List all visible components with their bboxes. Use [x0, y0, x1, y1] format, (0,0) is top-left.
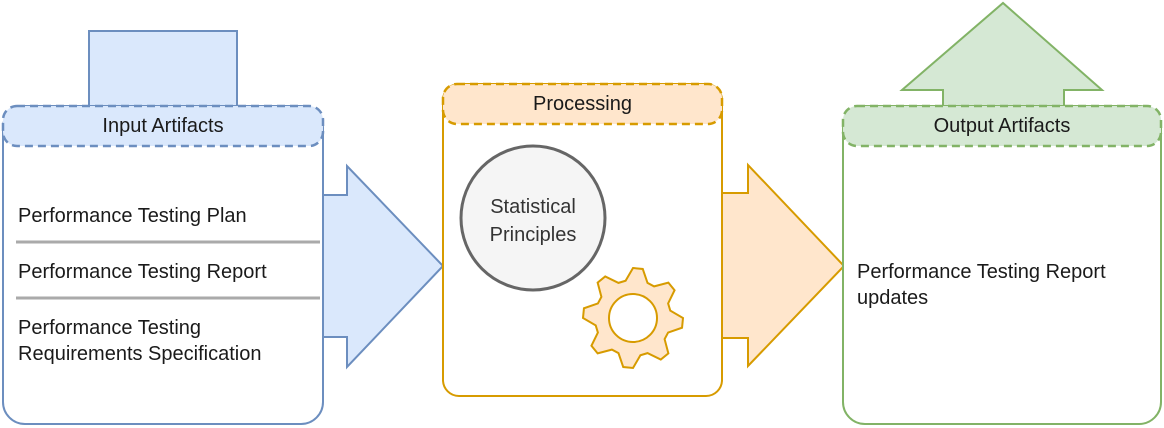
input-item-3: Performance Testing Requirements Specifi…: [18, 317, 262, 365]
output-up-arrow: [899, 1, 1105, 108]
gear-icon: [581, 266, 685, 370]
statistical-principles-circle: [459, 144, 607, 292]
statistical-principles-label: Statistical Principles: [489, 196, 577, 246]
input-top-tab: [88, 30, 238, 108]
processing-header: [441, 82, 724, 126]
input-to-processing-arrow: [322, 163, 445, 370]
input-artifacts-title: Input Artifacts: [102, 115, 224, 137]
input-artifacts-header: [1, 104, 325, 148]
output-artifacts-title: Output Artifacts: [933, 115, 1071, 137]
output-item-1: Performance Testing Report updates: [857, 261, 1106, 309]
output-artifacts-header: [841, 104, 1163, 148]
input-item-1: Performance Testing Plan: [18, 205, 247, 227]
input-item-2: Performance Testing Report: [18, 261, 267, 283]
processing-to-output-arrow: [721, 162, 846, 369]
processing-title: Processing: [533, 93, 632, 115]
